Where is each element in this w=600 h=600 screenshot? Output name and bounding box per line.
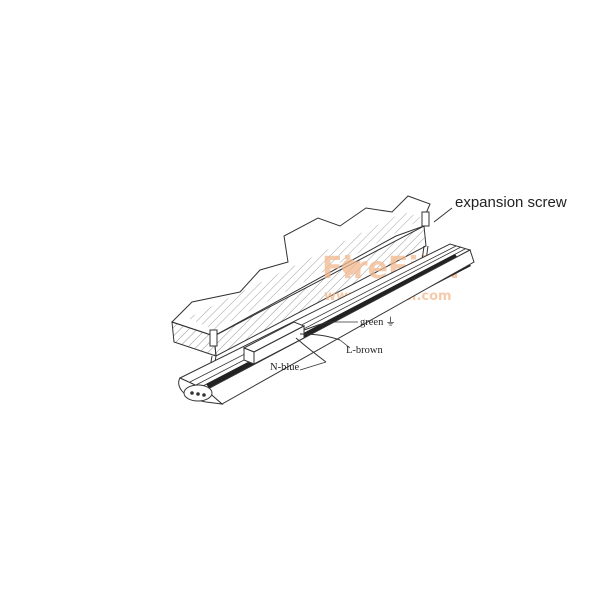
l-brown-label: L-brown (346, 345, 383, 356)
l-brown-leader (339, 339, 351, 349)
n-blue-label: N-blue (270, 362, 299, 373)
ceiling-top-band (188, 212, 424, 330)
n-blue-leader (299, 361, 327, 371)
wires (295, 321, 341, 363)
driver-box (242, 321, 306, 365)
expansion-screw-label: expansion screw (455, 194, 567, 211)
expansion-screw-leader (433, 207, 453, 223)
green-wire-label: green⏚ (360, 316, 396, 328)
watermark-flame-icon (342, 259, 358, 275)
ceiling-slab (171, 195, 431, 357)
